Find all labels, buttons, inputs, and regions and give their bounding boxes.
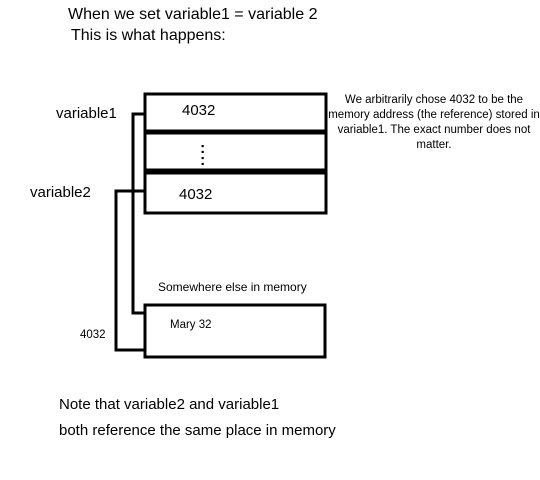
cell2-ellipsis-lower: :: [200, 152, 206, 169]
footer-line-2: both reference the same place in memory: [59, 422, 336, 439]
object-cell: [143, 303, 327, 359]
memory-cell-1: [143, 92, 328, 133]
footer-line-1: Note that variable2 and variable1: [59, 396, 280, 413]
heading-line-2: This is what happens:: [71, 27, 226, 44]
cell3-value: 4032: [179, 186, 213, 203]
cell1-value: 4032: [182, 102, 216, 119]
memory-cell-3: [143, 171, 328, 215]
variable2-label: variable2: [30, 184, 91, 201]
variable1-reference-line: [131, 112, 145, 315]
cell2-ellipsis: :: [200, 140, 206, 157]
reference-value-label: 4032: [80, 329, 106, 341]
object-value: Mary 32: [170, 319, 212, 331]
variable1-label: variable1: [56, 105, 117, 122]
annotation-note: We arbitrarily chose 4032 to be the memo…: [328, 94, 540, 151]
heading-line-1: When we set variable1 = variable 2: [68, 6, 318, 23]
elsewhere-caption: Somewhere else in memory: [158, 280, 307, 294]
memory-cell-2: [143, 131, 328, 172]
variable2-reference-line: [114, 189, 145, 352]
